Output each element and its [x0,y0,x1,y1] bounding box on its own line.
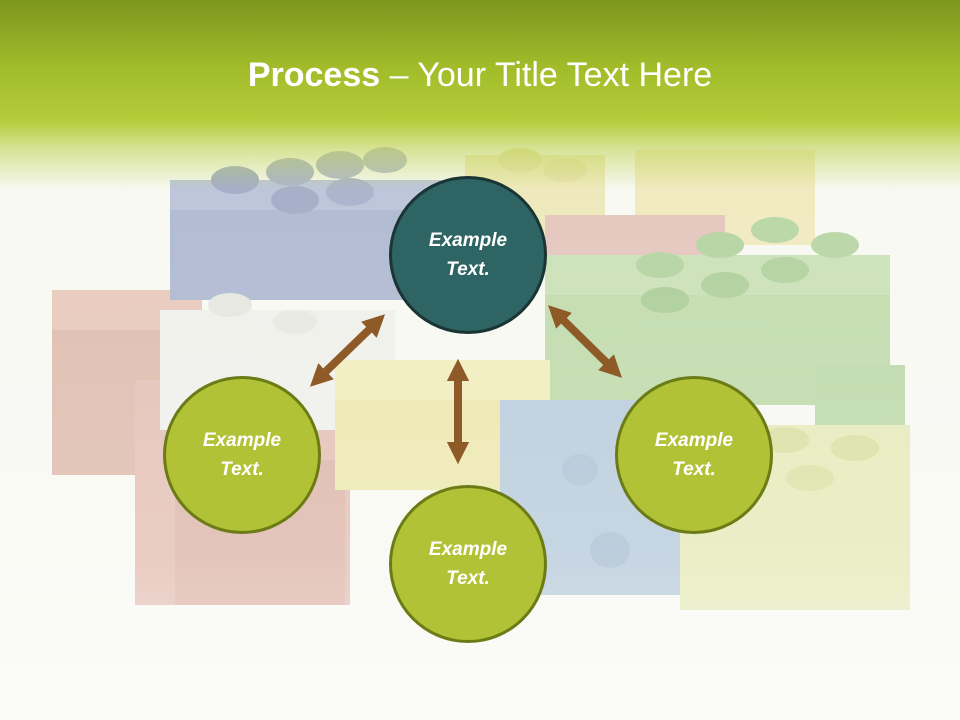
node-bottom-line2: Text. [446,568,490,589]
node-right-line1: Example [654,430,734,451]
node-left-line1: Example [202,430,282,451]
slide-title: Process – Your Title Text Here [0,52,960,98]
node-top-line1: Example [428,230,508,251]
node-top-line2: Text. [446,259,490,280]
node-right-line2: Text. [672,459,716,480]
arrow-top-left [309,314,386,387]
title-rest: – Your Title Text Here [380,56,713,94]
node-bottom: Example Text. [389,485,547,643]
node-bottom-line1: Example [428,539,508,560]
header-band [0,0,960,190]
arrow-top-right [548,305,622,378]
node-left-line2: Text. [220,459,264,480]
node-top: Example Text. [389,176,547,334]
node-left: Example Text. [163,376,321,534]
title-bold: Process [247,56,381,94]
node-right: Example Text. [615,376,773,534]
